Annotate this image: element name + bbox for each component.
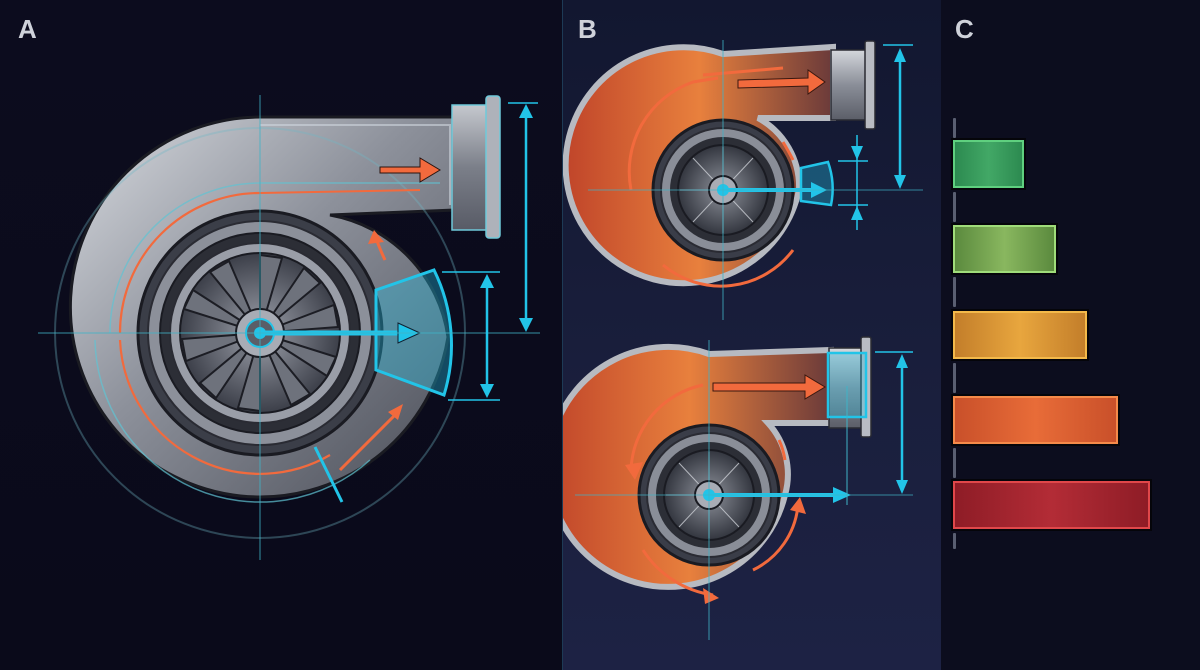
- axis-segment: [953, 448, 956, 478]
- bar-5-red: [953, 481, 1150, 529]
- panel-b-label: B: [578, 14, 598, 44]
- axis-segment: [953, 118, 956, 138]
- axis-segment: [953, 533, 956, 549]
- axis-segment: [953, 363, 956, 393]
- bar-3-amber: [953, 311, 1087, 359]
- panel-c: C: [941, 0, 1200, 670]
- bar-4-orange: [953, 396, 1118, 444]
- axis-segment: [953, 277, 956, 307]
- turbo-housing-hot-comparison-illustration: [563, 40, 923, 640]
- panel-a-label: A: [18, 14, 38, 44]
- turbo-housing-large-illustration: [38, 95, 540, 560]
- panel-b: B: [562, 0, 942, 670]
- axis-segment: [953, 192, 956, 222]
- bar-2-light-green: [953, 225, 1056, 273]
- panel-a: A: [0, 0, 562, 670]
- panel-c-label: C: [955, 14, 975, 44]
- bar-1-green: [953, 140, 1024, 188]
- turbo-bottom-large-outlet: [563, 336, 913, 640]
- turbo-top-small-ar: [563, 40, 923, 320]
